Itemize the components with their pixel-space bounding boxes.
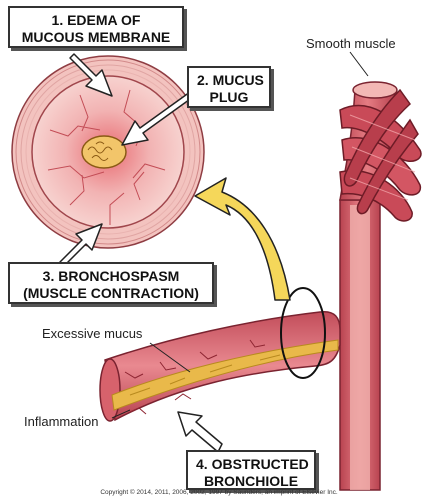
- label-bronchospasm: 3. BRONCHOSPASM (MUSCLE CONTRACTION): [8, 262, 214, 304]
- label-edema-line2: MUCOUS MEMBRANE: [21, 29, 171, 45]
- leader-smooth-muscle: [349, 51, 369, 77]
- arrow-edema: [69, 53, 113, 97]
- label-mucus-line1: 2. MUCUS: [197, 72, 264, 88]
- label-obstructed-line2: BRONCHIOLE: [203, 473, 299, 489]
- copyright-notice: Copyright © 2014, 2011, 2006, 2002, 1997…: [100, 489, 338, 496]
- cross-section: [11, 55, 205, 249]
- leader-inflammation: [111, 409, 131, 419]
- label-inflammation: Inflammation: [24, 414, 99, 429]
- smooth-muscle-bands: [339, 88, 422, 222]
- label-mucus-line2: PLUG: [209, 89, 249, 105]
- focus-ellipse: [280, 287, 326, 379]
- leader-excessive-mucus: [149, 342, 191, 373]
- label-edema-line1: 1. EDEMA OF: [51, 12, 141, 28]
- arrow-obstructed: [177, 411, 223, 453]
- label-mucus-plug: 2. MUCUS PLUG: [187, 66, 271, 108]
- label-edema: 1. EDEMA OF MUCOUS MEMBRANE: [8, 6, 184, 48]
- arrow-mucus: [121, 91, 194, 146]
- label-obstructed: 4. OBSTRUCTED BRONCHIOLE: [186, 450, 316, 490]
- magnify-arrow: [194, 177, 291, 301]
- label-obstructed-line1: 4. OBSTRUCTED: [196, 456, 309, 472]
- excessive-mucus-streak: [111, 339, 339, 411]
- mucus-plug: [81, 135, 127, 169]
- label-bronchospasm-line1: 3. BRONCHOSPASM: [42, 268, 180, 284]
- label-smooth-muscle: Smooth muscle: [306, 36, 396, 51]
- label-bronchospasm-line2: (MUSCLE CONTRACTION): [23, 285, 199, 301]
- label-excessive-mucus: Excessive mucus: [42, 326, 143, 341]
